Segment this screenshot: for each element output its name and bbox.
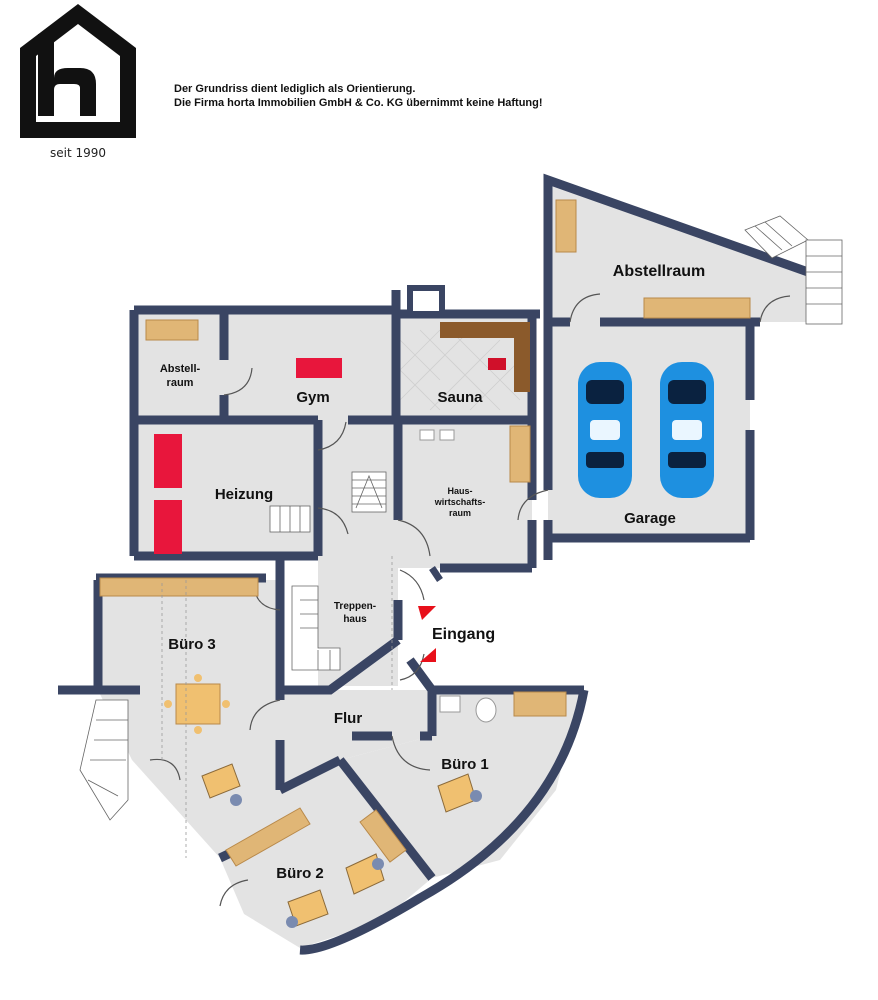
label-flur: Flur — [334, 710, 362, 727]
chimney — [407, 285, 445, 317]
label-treppenhaus-1: Treppen- — [334, 601, 376, 612]
house-h-logo-icon — [20, 4, 136, 138]
walls — [58, 173, 810, 955]
label-abstellraum-small-1: Abstell- — [160, 363, 201, 375]
floor-buero2 — [220, 760, 432, 948]
dashed-guides — [161, 556, 393, 858]
disclaimer-line-2: Die Firma horta Immobilien GmbH & Co. KG… — [174, 97, 543, 109]
label-buero3: Büro 3 — [168, 636, 216, 653]
conference-table-icon — [175, 683, 221, 725]
disclaimer: Der Grundriss dient lediglich als Orient… — [174, 82, 543, 110]
label-heizung: Heizung — [215, 486, 273, 503]
label-buero1: Büro 1 — [441, 756, 489, 773]
label-hwr-1: Haus- — [447, 486, 472, 496]
furniture — [99, 199, 751, 928]
sauna-tiles — [399, 329, 521, 411]
heater-1-icon — [154, 434, 182, 488]
label-sauna: Sauna — [437, 389, 483, 406]
logo-slogan: seit 1990 — [49, 146, 107, 160]
label-garage: Garage — [624, 510, 676, 527]
door-swings — [149, 293, 791, 907]
label-eingang: Eingang — [432, 626, 495, 643]
label-abstellraum-small-2: raum — [167, 377, 194, 389]
car-2-icon — [660, 362, 714, 498]
desk-buero3-icon — [201, 763, 241, 799]
floor-abstellraum — [548, 180, 808, 322]
entrance-arrow-bottom-icon — [420, 648, 436, 662]
label-hwr-3: raum — [449, 508, 471, 518]
label-buero2: Büro 2 — [276, 865, 324, 882]
disclaimer-line-1: Der Grundriss dient lediglich als Orient… — [174, 83, 416, 95]
heater-2-icon — [154, 500, 182, 554]
stairs — [79, 215, 843, 821]
company-logo — [20, 4, 136, 144]
entrance-arrow-top-icon — [418, 606, 436, 620]
label-abstellraum: Abstellraum — [613, 263, 705, 280]
sauna-oven-icon — [488, 358, 506, 370]
label-hwr-2: wirtschafts- — [434, 497, 486, 507]
label-gym: Gym — [296, 389, 329, 406]
car-1-icon — [578, 362, 632, 498]
floor-treppenhaus — [318, 420, 398, 686]
gym-bench-icon — [296, 358, 342, 378]
label-treppenhaus-2: haus — [343, 614, 367, 625]
